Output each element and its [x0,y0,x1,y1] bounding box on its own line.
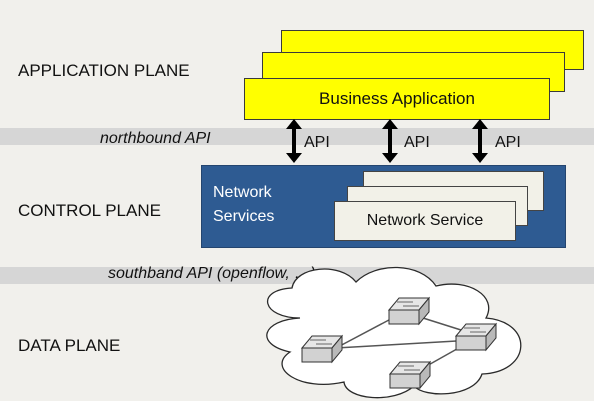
business-application-label: Business Application [319,89,475,108]
application-plane-label: APPLICATION PLANE [18,61,190,80]
api-label-3: API [495,134,521,151]
southbound-api-label: southband API (openflow, …) [108,265,316,282]
api-arrow-3 [472,119,488,163]
api-arrow-1 [286,119,302,163]
northbound-api-label: northbound API [100,130,211,147]
network-service-card: Network Service [334,201,516,241]
network-services-title-line2: Services [213,208,275,225]
network-services-title-line1: Network [213,184,272,201]
northbound-separator [0,128,594,145]
control-plane-label: CONTROL PLANE [18,201,161,220]
api-arrow-2 [382,119,398,163]
network-cloud-shape [266,266,522,399]
data-plane-label: DATA PLANE [18,336,121,355]
business-application-box: Business Application [244,78,550,120]
network-services-title: Network Services [213,181,274,229]
api-label-2: API [404,134,430,151]
southbound-separator [0,267,594,284]
api-label-1: API [304,134,330,151]
network-service-label: Network Service [366,212,484,229]
